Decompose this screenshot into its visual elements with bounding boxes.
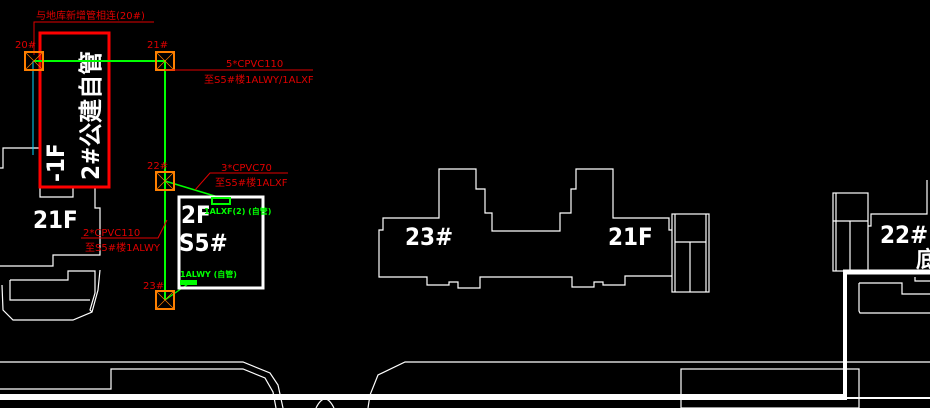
pipe-spec: 5*CPVC110 xyxy=(226,59,283,70)
building-left-21f: 21F xyxy=(0,147,101,321)
building-floors: 21F xyxy=(608,223,653,251)
building-22: 22# 底 xyxy=(832,180,930,400)
pipe-dest: 至S5#楼1ALWY xyxy=(85,241,161,254)
inlet-box-bottom xyxy=(180,280,197,285)
pipe-spec: 2*CPVC110 xyxy=(83,228,140,239)
building-name: 22# xyxy=(880,221,928,249)
management-label-box: 2#公建自管 -1F xyxy=(38,31,111,189)
pipe-annotation-2: 3*CPVC70 至S5#楼1ALXF xyxy=(194,163,288,191)
manhole-label: 23# xyxy=(143,281,164,292)
building-floors: 2F xyxy=(181,201,211,229)
manhole-21[interactable]: 21# xyxy=(147,40,175,71)
pipe-annotation-1: 5*CPVC110 至S5#楼1ALWY/1ALXF xyxy=(165,59,314,86)
building-name: S5# xyxy=(179,229,228,257)
building-23: 23# 21F xyxy=(378,168,710,293)
building-s5: 2F S5# 1ALXF(2) (自管) 1ALWY (自管) xyxy=(177,195,271,290)
manhole-label: 22# xyxy=(147,161,168,172)
manhole-22[interactable]: 22# xyxy=(147,161,175,191)
pipe-spec: 3*CPVC70 xyxy=(221,163,272,174)
inlet-label-top: 1ALXF(2) (自管) xyxy=(204,206,271,216)
building-suffix: 底 xyxy=(916,247,930,273)
inlet-box-top xyxy=(211,197,231,205)
connection-note: 与地库新增管相连(20#) xyxy=(33,9,154,55)
building-name: 23# xyxy=(405,223,453,251)
inlet-label-bottom: 1ALWY (自管) xyxy=(180,269,237,279)
road-lines xyxy=(0,361,930,408)
manhole-20[interactable]: 20# xyxy=(15,40,44,71)
pipe-annotation-3: 2*CPVC110 至S5#楼1ALWY xyxy=(81,219,168,254)
building-floors: 21F xyxy=(33,206,78,234)
manhole-label: 20# xyxy=(15,40,36,51)
box-line-2: 2#公建自管 xyxy=(77,51,105,180)
manhole-label: 21# xyxy=(147,40,168,51)
pipe-dest: 至S5#楼1ALWY/1ALXF xyxy=(204,73,314,86)
pipe-dest: 至S5#楼1ALXF xyxy=(215,176,288,189)
box-line-1: -1F xyxy=(42,143,70,182)
note-text: 与地库新增管相连(20#) xyxy=(36,9,145,22)
manhole-23[interactable]: 23# xyxy=(143,281,175,310)
